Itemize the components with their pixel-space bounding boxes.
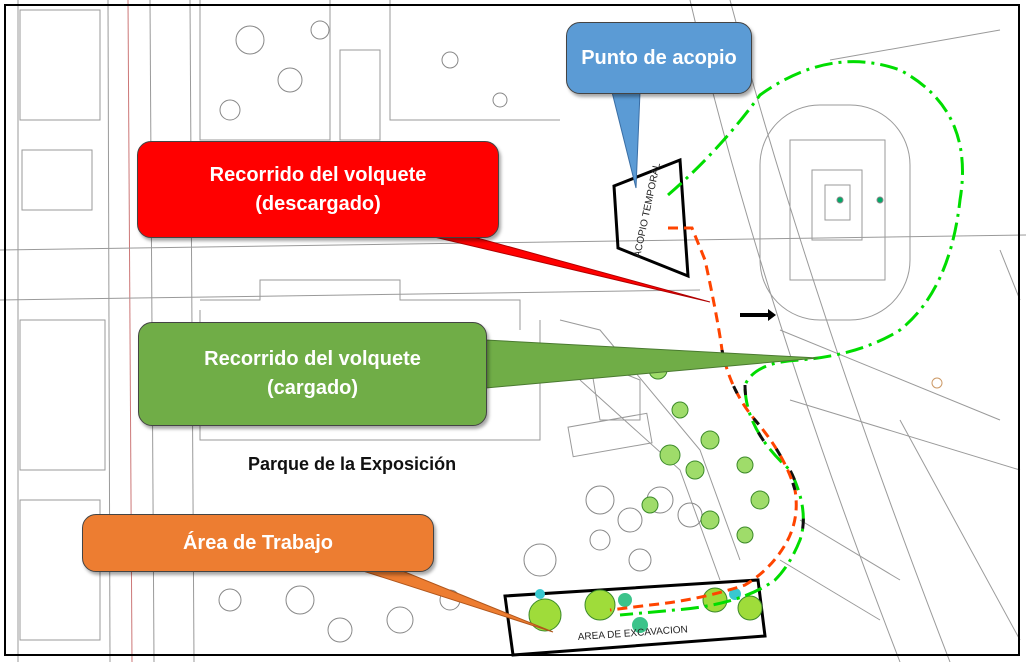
callout-punto-acopio-text: Punto de acopio bbox=[581, 46, 737, 69]
acopio-pointer bbox=[611, 91, 641, 189]
callout-recorrido-descargado: Recorrido del volquete (descargado) bbox=[137, 141, 499, 238]
acopio-temporal-area: ACOPIO TEMPORAL bbox=[612, 157, 690, 279]
callout-cargado-line2: (cargado) bbox=[266, 377, 359, 399]
route-loaded-accent bbox=[743, 384, 805, 541]
callout-area-trabajo: Área de Trabajo bbox=[82, 514, 434, 572]
callout-descargado-line1: Recorrido del volquete bbox=[209, 163, 427, 186]
park-trees bbox=[641, 360, 770, 544]
callout-area-trabajo-text: Área de Trabajo bbox=[182, 531, 334, 554]
direction-arrow-icon bbox=[740, 309, 776, 321]
route-loaded-path bbox=[619, 60, 964, 617]
callout-descargado-line2: (descargado) bbox=[255, 192, 381, 215]
park-label: Parque de la Exposición bbox=[248, 454, 457, 474]
callout-punto-acopio: Punto de acopio bbox=[566, 22, 752, 94]
trabajo-pointer bbox=[359, 569, 554, 633]
route-unloaded-accent bbox=[720, 349, 797, 491]
callout-cargado-line1: Recorrido del volquete bbox=[204, 348, 421, 370]
cargado-pointer bbox=[485, 339, 819, 389]
callout-recorrido-cargado: Recorrido del volquete (cargado) bbox=[138, 322, 487, 426]
excavation-area: AREA DE EXCAVACION bbox=[503, 578, 767, 657]
